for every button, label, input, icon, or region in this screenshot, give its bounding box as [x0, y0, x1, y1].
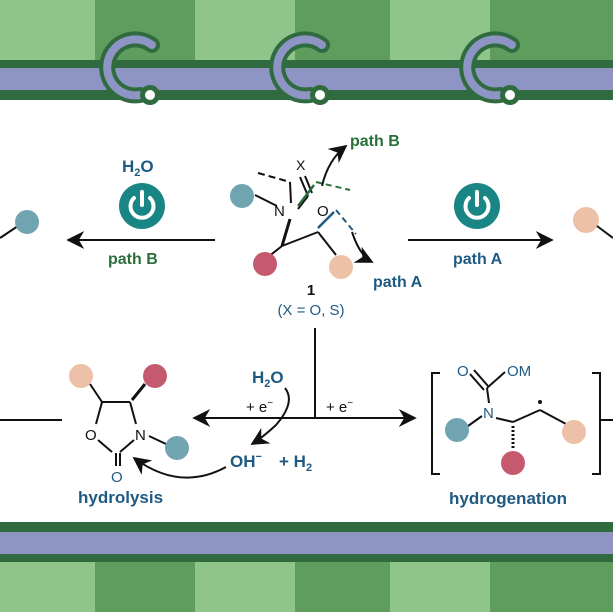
atom-peach: [69, 364, 93, 388]
ring-o-label: O: [85, 427, 97, 444]
atom-teal: [230, 184, 254, 208]
hydrolysis-label: hydrolysis: [78, 488, 163, 507]
atom-teal: [165, 436, 189, 460]
path-b-label-top: path B: [350, 133, 400, 150]
hydroxide-label: OH−: [230, 451, 262, 471]
atom-teal: [15, 210, 39, 234]
atom-red: [253, 252, 277, 276]
path-b-label-left: path B: [108, 251, 158, 268]
hydrogen-label: + H2: [279, 452, 312, 474]
h2o-label-top: H2O: [122, 157, 154, 179]
path-a-label-bottom: path A: [373, 274, 423, 291]
compound-number: 1: [307, 282, 315, 299]
ring-n-label: N: [135, 427, 146, 444]
atom-o-label: O: [317, 203, 329, 220]
binder-ring: [269, 31, 330, 105]
atom-teal: [445, 418, 469, 442]
carbamate-n-label: N: [483, 405, 494, 422]
atom-red: [501, 451, 525, 475]
branch-arrows: [192, 328, 417, 427]
path-a-label-right: path A: [453, 251, 503, 268]
h2o-label-mid: H2O: [252, 368, 284, 390]
hydrogenation-label: hydrogenation: [449, 489, 567, 508]
compound-note: (X = O, S): [277, 302, 344, 319]
atom-red: [143, 364, 167, 388]
carbamate-radical: O OM N: [431, 363, 613, 475]
bottom-banner: [0, 522, 613, 612]
ring-carbonyl-o-label: O: [111, 469, 123, 486]
power-icon: [119, 183, 165, 229]
right-product-fragment: [573, 207, 613, 239]
atom-peach: [573, 207, 599, 233]
atom-n-label: N: [274, 203, 285, 220]
top-banner: [0, 0, 613, 105]
oxazolidinone: O N O: [69, 364, 189, 486]
curved-arrow-path-b: [321, 144, 348, 187]
carbamate-om-label: OM: [507, 363, 531, 380]
curved-arrow-path-a: [351, 231, 374, 263]
compound-1: N X O: [230, 157, 357, 279]
atom-x-label: X: [296, 157, 306, 173]
electron-label-left: + e−: [246, 398, 273, 416]
left-product-fragment: [0, 210, 39, 239]
binder-ring: [99, 31, 160, 105]
electron-label-right: + e−: [326, 398, 353, 416]
curved-arrow-hydroxide: [132, 456, 227, 479]
carbamate-o-label: O: [457, 363, 469, 380]
atom-peach: [562, 420, 586, 444]
curved-arrow-water: [250, 387, 290, 445]
atom-peach: [329, 255, 353, 279]
power-icon: [454, 183, 500, 229]
binder-ring: [459, 31, 520, 105]
